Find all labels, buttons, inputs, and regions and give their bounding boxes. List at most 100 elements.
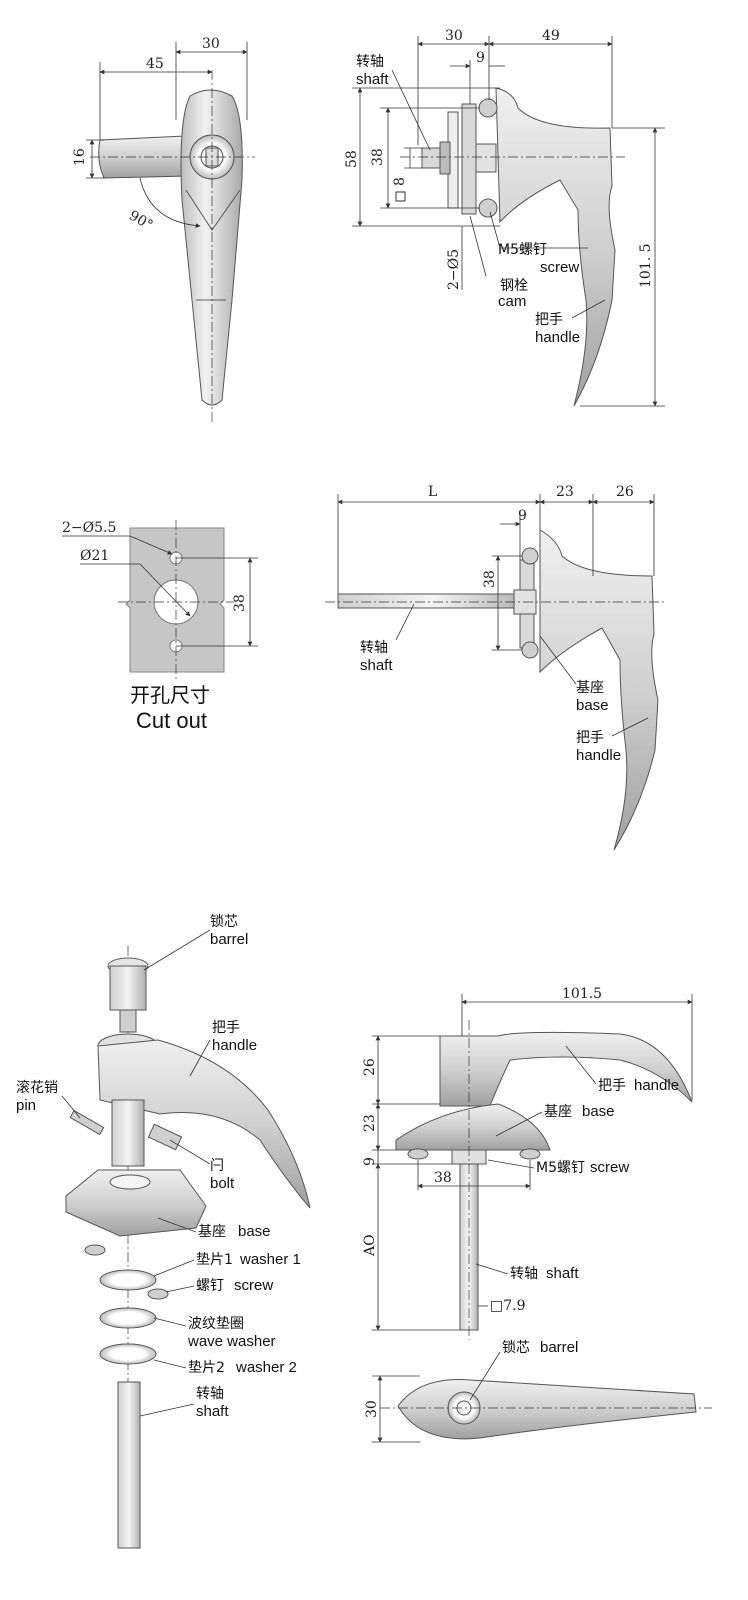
exploded-washer-2 bbox=[99, 1343, 157, 1365]
br-dim-23: 23 bbox=[362, 1114, 378, 1132]
exploded-washer-1 bbox=[99, 1269, 157, 1291]
ex-bolt-en: bolt bbox=[210, 1175, 235, 1192]
cam-cn-label: 钢栓 bbox=[500, 278, 528, 294]
ex-shaft-en: shaft bbox=[196, 1403, 229, 1420]
view-side-top-right: 30 49 9 58 38 8 2−Ø5 101. 5 转轴 shaft M5螺… bbox=[344, 28, 665, 407]
cam-tab-shape bbox=[98, 135, 189, 179]
ex-screw-cn: 螺钉 bbox=[196, 1278, 224, 1294]
ex-handle-en: handle bbox=[212, 1037, 257, 1054]
ex-barrel-cn: 锁芯 bbox=[210, 914, 238, 930]
ex-pin-en: pin bbox=[16, 1097, 36, 1114]
handle-cn-label: 把手 bbox=[535, 312, 563, 328]
br-shaft-en: shaft bbox=[546, 1265, 579, 1282]
handle-facet bbox=[185, 189, 241, 231]
br-plan-handle bbox=[397, 1379, 697, 1440]
br-dim-38: 38 bbox=[434, 1170, 452, 1186]
exploded-wave-washer bbox=[99, 1307, 157, 1329]
br-screw-right bbox=[519, 1148, 541, 1160]
exploded-shaft bbox=[117, 1381, 141, 1549]
exploded-base bbox=[65, 1169, 207, 1237]
long-shaft bbox=[337, 593, 529, 609]
angle-90-label: 90° bbox=[126, 208, 156, 234]
br-dim-30: 30 bbox=[364, 1400, 380, 1418]
mid-base-en-label: base bbox=[576, 697, 609, 714]
dim-16-label: 16 bbox=[72, 148, 88, 166]
exploded-bolt bbox=[147, 1123, 183, 1151]
shaft-cn-label: 转轴 bbox=[356, 54, 384, 70]
br-dim-AO: AO bbox=[362, 1234, 378, 1257]
br-handle-en: handle bbox=[634, 1077, 679, 1094]
dim-38-side-label: 38 bbox=[370, 148, 386, 166]
ex-screw-en: screw bbox=[234, 1277, 273, 1294]
view-cutout: 38 2−Ø5.5 Ø21 开孔尺寸 Cut out bbox=[62, 520, 258, 733]
dim-49-label: 49 bbox=[542, 28, 560, 44]
dim-58-label: 58 bbox=[344, 150, 360, 168]
view-front-top-left: 30 45 16 90° bbox=[72, 36, 255, 425]
exploded-barrel-body bbox=[109, 965, 147, 1011]
exploded-pin bbox=[69, 1109, 105, 1136]
br-shaft-cn: 转轴 bbox=[510, 1266, 538, 1282]
exploded-barrel-stem bbox=[119, 1009, 137, 1033]
br-base-cn: 基座 bbox=[544, 1103, 572, 1120]
side-base-plate bbox=[461, 103, 477, 215]
cutout-title-cn: 开孔尺寸 bbox=[130, 683, 210, 707]
ex-shaft-cn: 转轴 bbox=[196, 1386, 224, 1402]
br-barrel-en: barrel bbox=[540, 1339, 578, 1356]
view-exploded: 锁芯 barrel 把手 handle 滚花销 pin 闩 bolt 基座 ba… bbox=[16, 914, 311, 1549]
shaft-en-label: shaft bbox=[356, 71, 389, 88]
br-screw-cn: M5螺钉 bbox=[536, 1160, 585, 1176]
br-handle-cn: 把手 bbox=[598, 1078, 626, 1094]
cam-en-label: cam bbox=[498, 293, 526, 310]
br-screw-left bbox=[407, 1148, 429, 1160]
dim-101-5-label: 101. 5 bbox=[638, 243, 654, 288]
cutout-dim-2phi5-5-label: 2−Ø5.5 bbox=[62, 520, 116, 536]
exploded-base-hole bbox=[109, 1174, 151, 1190]
mid-screw-bottom bbox=[521, 641, 539, 659]
dim-30-label: 30 bbox=[202, 36, 220, 52]
dim-8-label: 8 bbox=[392, 177, 408, 186]
dim-45-label: 45 bbox=[146, 56, 164, 72]
dim-9-mid-label: 9 bbox=[518, 508, 527, 524]
exploded-handle-arm bbox=[97, 1039, 311, 1209]
dim-9-label: 9 bbox=[476, 50, 485, 66]
ex-barrel-en: barrel bbox=[210, 931, 248, 948]
cutout-dim-38-label: 38 bbox=[232, 594, 248, 612]
side-shaft-collar bbox=[475, 143, 497, 173]
dim-23-mid-label: 23 bbox=[556, 484, 574, 500]
screw-en-label: screw bbox=[540, 259, 579, 276]
mid-base-cn-label: 基座 bbox=[576, 679, 604, 696]
handle-en-label: handle bbox=[535, 329, 580, 346]
dim-38-mid-label: 38 bbox=[482, 570, 498, 588]
mid-handle-cn-label: 把手 bbox=[576, 730, 604, 746]
ex-pin-cn: 滚花销 bbox=[16, 1079, 58, 1096]
ex-handle-cn: 把手 bbox=[212, 1020, 240, 1036]
view-side-middle-right: L 23 26 9 38 转轴 shaft 基座 base 把手 handle bbox=[325, 484, 665, 851]
side-screw-top bbox=[478, 98, 498, 118]
cutout-title-en: Cut out bbox=[136, 708, 207, 733]
ex-washer1-cn: 垫片1 bbox=[196, 1252, 233, 1268]
br-dim-9: 9 bbox=[362, 1157, 378, 1166]
exploded-handle-stem bbox=[111, 1099, 145, 1167]
dim-2phi5-label: 2−Ø5 bbox=[446, 249, 462, 290]
ex-washer2-en: washer 2 bbox=[235, 1359, 297, 1376]
mid-shaft-cn-label: 转轴 bbox=[360, 640, 388, 656]
side-handle-shape bbox=[495, 87, 616, 407]
ex-wave-en: wave washer bbox=[187, 1333, 276, 1350]
br-dim-101-5: 101.5 bbox=[562, 986, 602, 1002]
ex-washer1-en: washer 1 bbox=[239, 1251, 301, 1268]
exploded-screw-left bbox=[84, 1244, 106, 1256]
view-bottom-right: 101.5 26 23 9 38 AO □7.9 把手 handle 基座 ba… bbox=[362, 986, 712, 1443]
ex-base-en: base bbox=[238, 1223, 271, 1240]
mid-handle-en-label: handle bbox=[576, 747, 621, 764]
square-symbol bbox=[395, 191, 406, 202]
br-dim-26: 26 bbox=[362, 1058, 378, 1076]
screw-cn-label: M5螺钉 bbox=[498, 242, 547, 258]
cutout-dim-phi21-label: Ø21 bbox=[80, 548, 109, 564]
br-screw-en: screw bbox=[590, 1159, 629, 1176]
br-base-en: base bbox=[582, 1103, 615, 1120]
dim-26-mid-label: 26 bbox=[616, 484, 634, 500]
dim-30-side-label: 30 bbox=[445, 28, 463, 44]
br-handle-shape bbox=[439, 1031, 693, 1107]
